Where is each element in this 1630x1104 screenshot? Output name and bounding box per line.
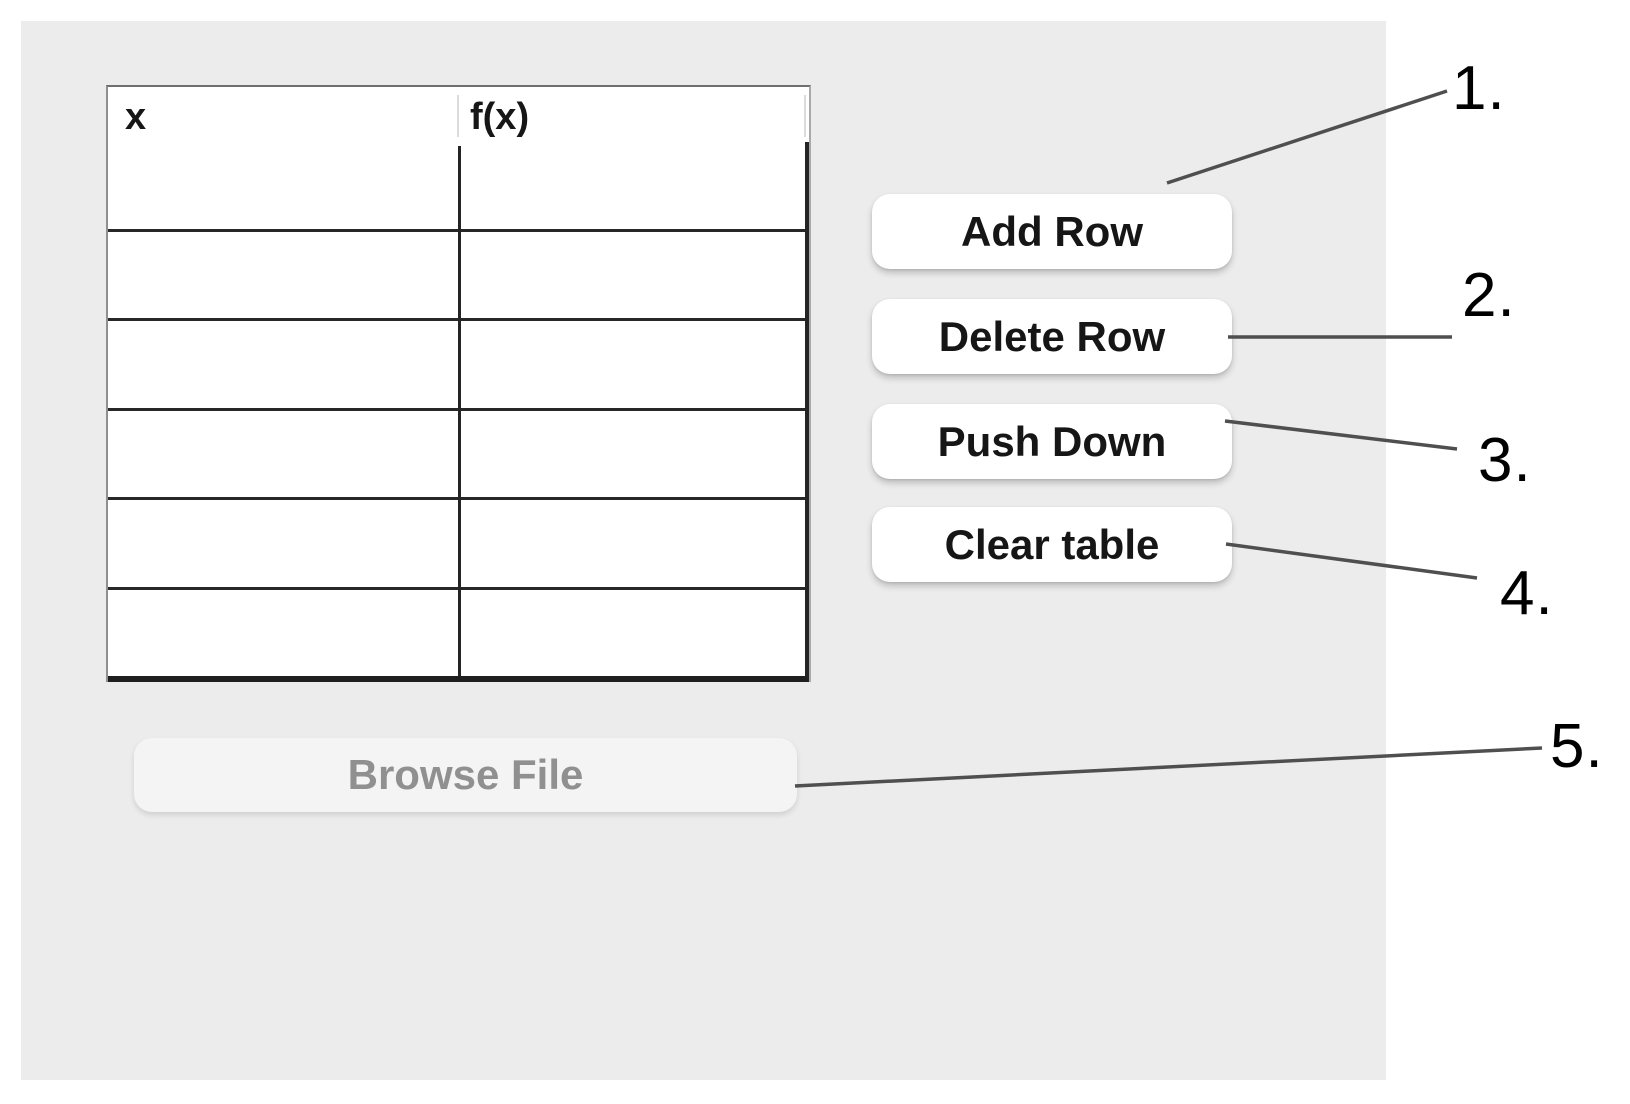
table-cell-fx[interactable] (457, 232, 806, 319)
header-divider (804, 95, 806, 137)
table-cell-x[interactable] (108, 590, 457, 677)
annotation-label-4: 4. (1500, 559, 1554, 628)
push-down-button[interactable]: Push Down (872, 404, 1232, 479)
delete-row-button[interactable]: Delete Row (872, 299, 1232, 374)
table-row (108, 497, 805, 587)
table-row (108, 407, 806, 498)
table-cell-fx[interactable] (457, 590, 806, 677)
table-cell-x[interactable] (108, 321, 457, 408)
table-cell-fx[interactable] (457, 411, 806, 498)
add-row-button[interactable]: Add Row (872, 194, 1232, 269)
table-row (108, 142, 805, 229)
table-header: x f(x) (108, 87, 809, 142)
table-row (108, 586, 806, 677)
column-header-x: x (125, 96, 147, 138)
annotation-label-3: 3. (1478, 426, 1532, 495)
table-cell-x[interactable] (108, 142, 457, 229)
annotation-label-5: 5. (1550, 712, 1604, 781)
table-cell-fx[interactable] (457, 500, 806, 587)
browse-file-button[interactable]: Browse File (134, 738, 797, 812)
table-row (108, 228, 806, 319)
table-cell-x[interactable] (108, 232, 457, 319)
table-cell-fx[interactable] (457, 142, 806, 229)
table-cell-x[interactable] (108, 500, 457, 587)
annotation-label-1: 1. (1452, 54, 1506, 123)
clear-table-button[interactable]: Clear table (872, 507, 1232, 582)
table-cell-x[interactable] (108, 411, 457, 498)
table-cell-fx[interactable] (457, 321, 806, 408)
table-row (108, 318, 805, 408)
column-header-fx: f(x) (470, 96, 530, 138)
header-divider (457, 95, 459, 137)
column-divider-line (458, 146, 461, 676)
table-body (108, 142, 809, 682)
annotation-label-2: 2. (1462, 261, 1516, 330)
data-table: x f(x) (106, 85, 811, 682)
